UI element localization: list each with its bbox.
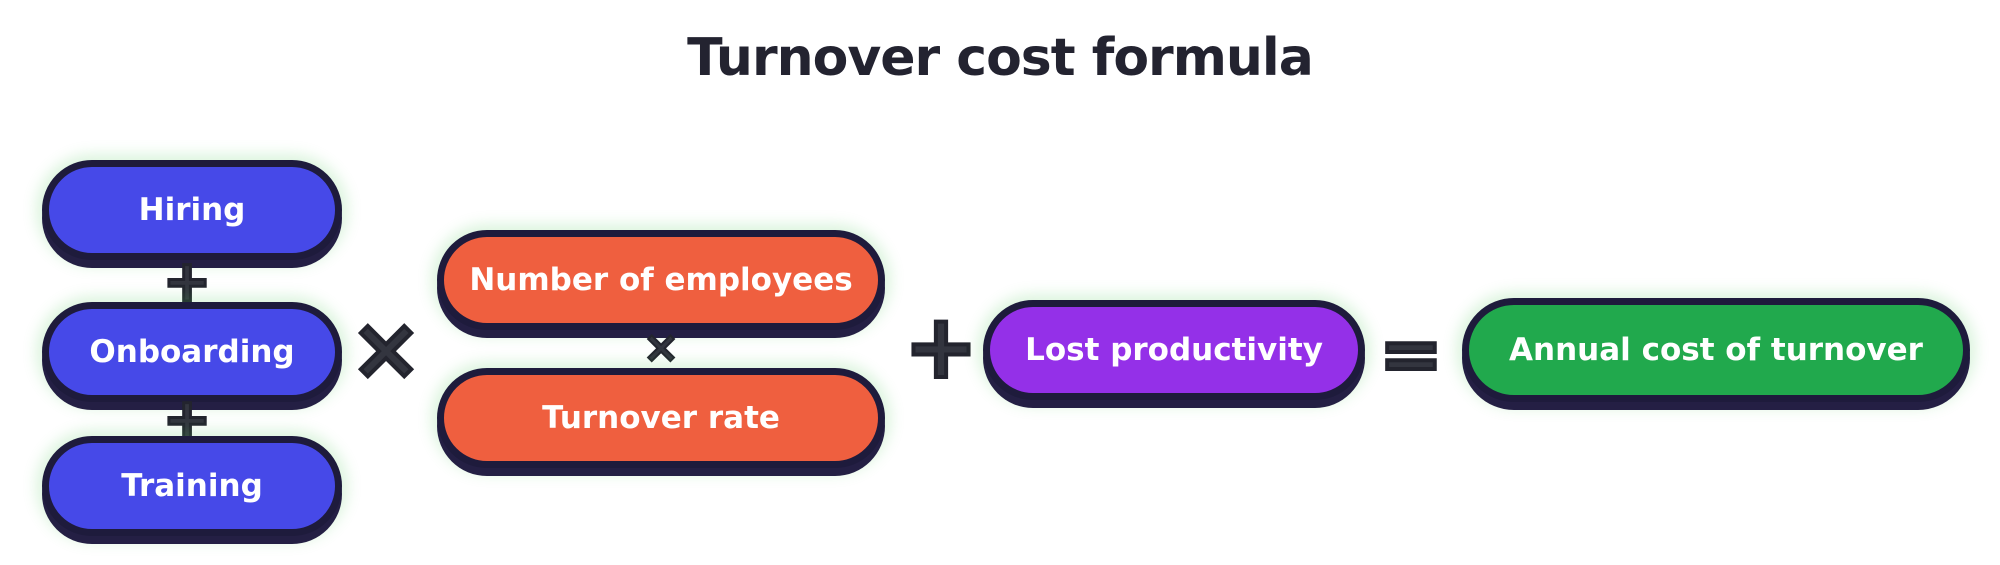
lost-productivity-label: Lost productivity — [1025, 332, 1323, 368]
annual-cost-of-turnover-label: Annual cost of turnover — [1509, 332, 1923, 368]
plus-operator-icon: + — [161, 247, 213, 315]
page-title: Turnover cost formula — [687, 28, 1314, 88]
multiply-operator-icon: × — [348, 299, 424, 399]
training-pill: Training — [42, 436, 342, 536]
plus-operator-icon: + — [902, 295, 980, 398]
number-of-employees-pill: Number of employees — [437, 230, 885, 330]
hiring-label: Hiring — [138, 192, 246, 228]
lost-productivity-pill: Lost productivity — [983, 300, 1365, 400]
turnover-rate-pill: Turnover rate — [437, 368, 885, 468]
turnover-rate-label: Turnover rate — [542, 400, 780, 436]
onboarding-pill: Onboarding — [42, 302, 342, 402]
multiply-operator-icon: × — [642, 322, 681, 373]
onboarding-label: Onboarding — [89, 334, 295, 370]
hiring-pill: Hiring — [42, 160, 342, 260]
annual-cost-of-turnover-pill: Annual cost of turnover — [1462, 298, 1970, 402]
training-label: Training — [121, 468, 263, 504]
number-of-employees-label: Number of employees — [469, 262, 853, 298]
equals-operator-icon: = — [1377, 309, 1445, 398]
